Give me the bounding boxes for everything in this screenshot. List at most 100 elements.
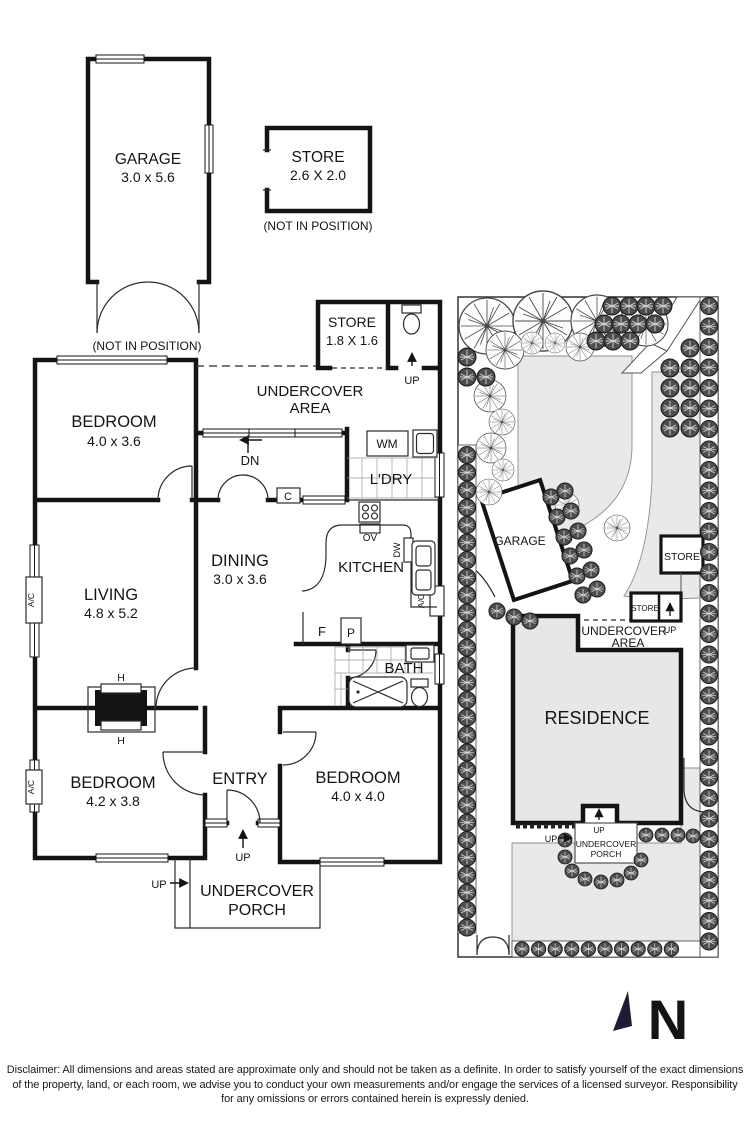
closet-box xyxy=(276,487,301,504)
porch-outline xyxy=(174,858,321,929)
shrub-icon xyxy=(457,568,477,587)
shrub-icon xyxy=(623,865,639,881)
shrub-icon xyxy=(611,314,631,334)
site-up-label-notch: UP xyxy=(593,826,604,835)
tree-icon xyxy=(475,432,507,464)
store-note: (NOT IN POSITION) xyxy=(263,219,372,233)
site-undercover-label2: AREA xyxy=(612,636,645,650)
bath-fixtures xyxy=(334,644,435,708)
shrub-icon xyxy=(699,501,719,521)
shrub-icon xyxy=(699,337,719,357)
shrub-icon xyxy=(476,367,496,387)
disclaimer: Disclaimer: All dimensions and areas sta… xyxy=(0,1063,750,1107)
site-up-label-store: UP xyxy=(664,625,677,635)
shrub-icon xyxy=(457,830,477,850)
shrub-icon xyxy=(547,941,563,957)
shrub-icon xyxy=(699,809,719,828)
laundry-label: L'DRY xyxy=(370,471,413,488)
dining-dims: 3.0 x 3.6 xyxy=(213,571,267,587)
shrub-icon xyxy=(586,331,606,351)
shrub-icon xyxy=(594,314,614,334)
porch-up-label: UP xyxy=(151,879,166,891)
site-porch xyxy=(574,822,638,864)
gates xyxy=(476,758,707,956)
laundry-fixtures xyxy=(347,429,438,499)
shrub-icon xyxy=(577,871,593,887)
kitchen-bench xyxy=(301,524,437,608)
shrub-icon xyxy=(647,941,663,957)
shrub-icon xyxy=(457,725,477,745)
shrub-icon xyxy=(699,624,719,644)
windows xyxy=(25,355,445,867)
shrub-icon xyxy=(457,743,477,762)
stair-arrows xyxy=(170,352,417,888)
shrub-icon xyxy=(653,296,673,316)
shrub-icon xyxy=(457,463,477,482)
shrub-icon xyxy=(660,358,680,378)
shrub-icon xyxy=(660,398,680,418)
shrub-icon xyxy=(630,941,646,957)
shrub-icon xyxy=(457,865,477,885)
hearth-label-bottom: H xyxy=(117,735,125,747)
shrub-icon xyxy=(588,580,606,598)
shrub-icon xyxy=(457,498,477,517)
dining-label: DINING xyxy=(211,552,269,570)
fridge-label: F xyxy=(318,624,326,639)
shrub-icon xyxy=(680,378,700,398)
shrub-icon xyxy=(457,620,477,640)
shrub-icon xyxy=(564,941,580,957)
shrub-icon xyxy=(699,747,719,767)
shrub-icon xyxy=(699,522,719,541)
shrub-icon xyxy=(699,932,719,951)
store-dims: 2.6 X 2.0 xyxy=(290,167,346,183)
site-store-upper xyxy=(659,534,705,575)
shrub-icon xyxy=(699,768,719,787)
ov-label: OV xyxy=(363,533,378,544)
wm-label: WM xyxy=(376,437,397,451)
up-label: UP xyxy=(404,375,419,387)
shrub-icon xyxy=(457,550,477,570)
kitchen-fixtures xyxy=(301,501,437,645)
disclaimer-line1: Disclaimer: All dimensions and areas sta… xyxy=(6,1064,744,1076)
shrub-icon xyxy=(457,690,477,710)
shrub-icon xyxy=(557,832,573,848)
site-porch-label2: PORCH xyxy=(591,849,622,859)
shrub-icon xyxy=(670,827,686,843)
shrub-icon xyxy=(556,482,574,500)
shrub-icon xyxy=(619,296,639,316)
shrub-icon xyxy=(699,481,719,500)
ac-living-label: A/C xyxy=(26,593,36,607)
shrub-icon xyxy=(699,358,719,377)
shrub-icon xyxy=(699,686,719,705)
shrub-icon xyxy=(457,585,477,605)
shrub-icon xyxy=(609,872,625,888)
shrub-icon xyxy=(699,829,719,849)
shrub-icon xyxy=(680,418,700,438)
porch-label2: PORCH xyxy=(228,902,286,919)
shrub-icon xyxy=(488,602,506,620)
shrub-icon xyxy=(654,827,670,843)
shrub-icon xyxy=(699,296,719,316)
dn-label: DN xyxy=(241,453,260,468)
shrub-icon xyxy=(521,612,539,630)
shrub-icon xyxy=(575,541,593,559)
undercover-area-label1: UNDERCOVER xyxy=(257,383,364,400)
north-label: N xyxy=(648,988,688,1051)
bedroom2-dims: 4.2 x 3.8 xyxy=(86,793,140,809)
dw-label: DW xyxy=(392,542,402,557)
shrub-icon xyxy=(505,608,523,626)
ac-bedroom2-label: A/C xyxy=(26,780,36,794)
shrub-icon xyxy=(699,460,719,480)
entry-label: ENTRY xyxy=(212,770,268,788)
north-arrow-icon xyxy=(613,991,632,1031)
shrub-icon xyxy=(699,727,719,746)
residence-label: RESIDENCE xyxy=(544,708,649,728)
tree-icon xyxy=(475,478,503,506)
plan-store-label: STORE xyxy=(328,314,376,330)
detached-store: STORE 2.6 X 2.0 (NOT IN POSITION) xyxy=(263,125,373,233)
shrub-icon xyxy=(457,708,477,727)
shrub-icon xyxy=(457,367,477,387)
shrub-icon xyxy=(530,941,547,957)
shrub-icon xyxy=(457,813,477,832)
shrub-icon xyxy=(699,911,719,931)
